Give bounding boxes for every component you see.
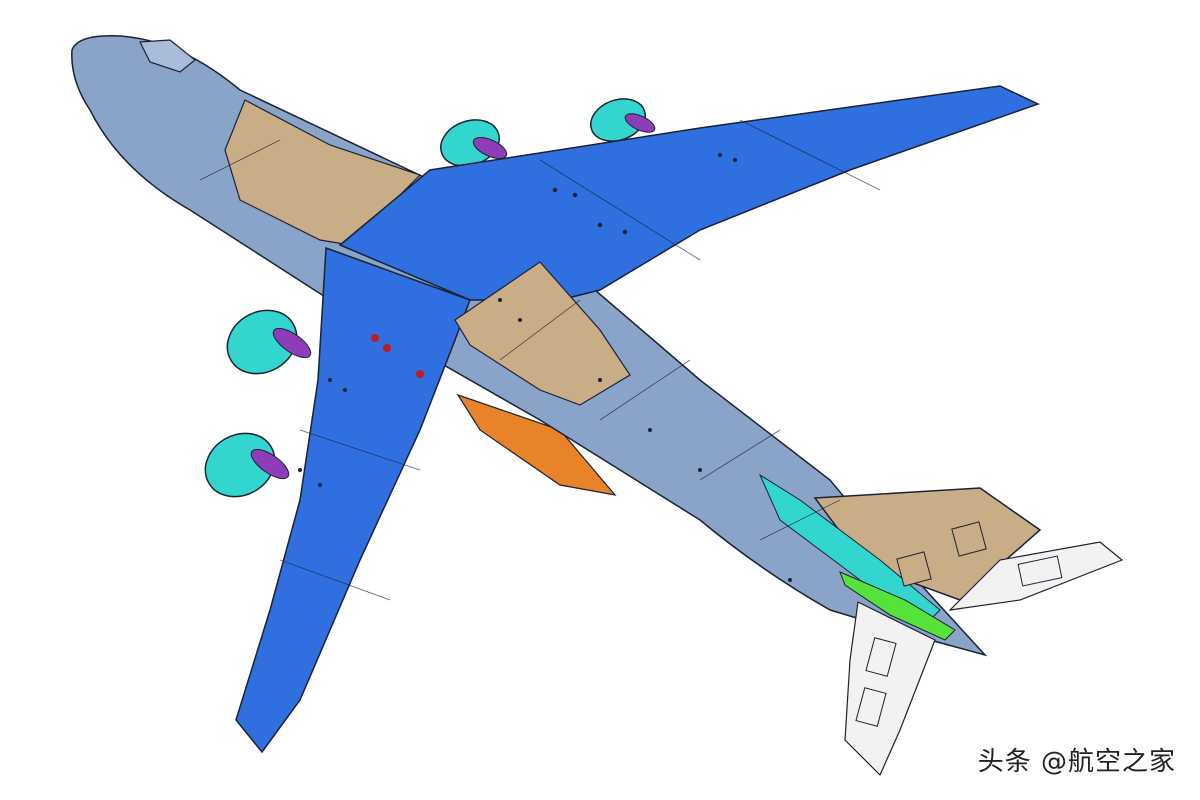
wingbox-structure bbox=[454, 261, 631, 406]
engine-right-inner bbox=[440, 119, 508, 167]
stabilizer-fittings bbox=[855, 555, 1063, 727]
forward-structure bbox=[224, 99, 422, 246]
cockpit-windows bbox=[139, 39, 196, 73]
tail-fairing-green bbox=[839, 571, 956, 641]
wing-markers bbox=[371, 334, 424, 378]
rivet-dots bbox=[298, 153, 792, 582]
tail-fairing-cyan bbox=[758, 473, 941, 621]
engine-right-outer bbox=[590, 98, 656, 142]
engine-left-inner bbox=[226, 309, 312, 375]
watermark-text: 头条 @航空之家 bbox=[977, 747, 1176, 777]
tail-fittings bbox=[896, 521, 987, 587]
horizontal-stabilizer-left bbox=[844, 601, 936, 777]
engine-left-outer bbox=[204, 432, 290, 498]
panel-lines bbox=[199, 119, 881, 601]
wing-right bbox=[338, 85, 1040, 301]
wing-left bbox=[235, 246, 471, 754]
belly-fairing bbox=[456, 393, 617, 496]
